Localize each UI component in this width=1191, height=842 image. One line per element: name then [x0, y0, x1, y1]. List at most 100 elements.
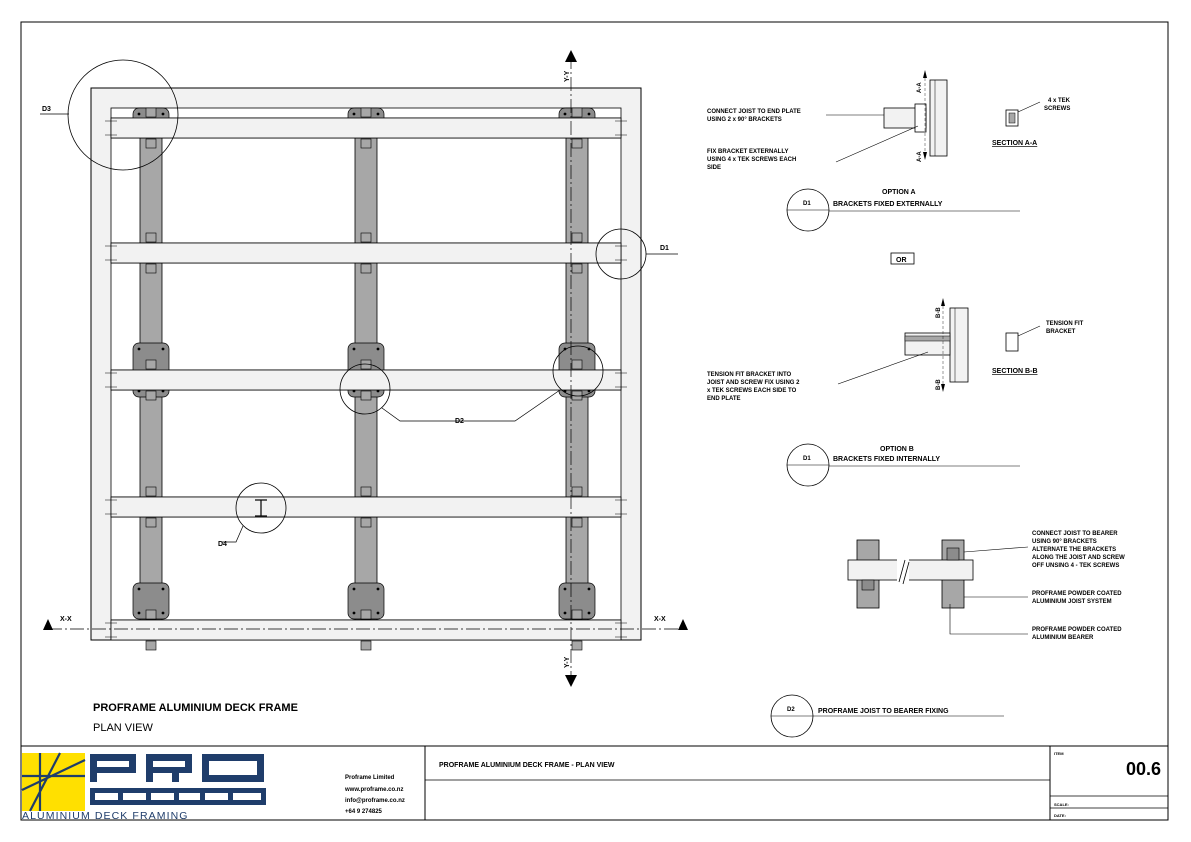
field-item-label: ITEM — [1054, 751, 1064, 756]
joist-overlay — [110, 496, 622, 518]
logo-frame-lines — [21, 752, 86, 812]
callout-d2-circle-b — [552, 345, 604, 397]
bolt — [352, 587, 356, 591]
note-fix-a: FIX BRACKET EXTERNALLY USING 4 x TEK SCR… — [707, 149, 798, 171]
section-mark-a-top: A-A — [917, 82, 923, 93]
joist-bracket — [360, 390, 372, 401]
axis-y-top-arrow — [565, 50, 577, 62]
joist-bracket — [571, 359, 583, 370]
brackets — [145, 107, 583, 651]
joist-bracket — [571, 517, 583, 528]
option-b-title: OPTION B — [880, 446, 914, 453]
axis-y-bottom-arrow — [565, 675, 577, 687]
detail-d1-option-b: B-B B-B TENSION FIT BRACKET INTO JOIST A… — [707, 298, 1085, 487]
section-mark-a-bottom: A-A — [917, 151, 923, 162]
or-box — [890, 252, 915, 265]
proframe-logo: ALUMINIUM DECK FRAMING — [21, 752, 266, 822]
section-mark-b-top: B-B — [936, 307, 942, 318]
bolt — [376, 112, 380, 116]
bolt — [352, 611, 356, 615]
joist-overlay — [110, 619, 622, 641]
field-date-label: DATE: — [1054, 813, 1066, 818]
bolt — [587, 611, 591, 615]
axis-y-bottom-label: Y-Y — [564, 656, 571, 668]
bolt — [352, 112, 356, 116]
d2-joist — [847, 559, 974, 581]
company-name: Proframe Limited — [345, 775, 395, 781]
axis-x-left-label: X-X — [60, 616, 72, 623]
d2-ref: D2 — [787, 707, 795, 713]
logo-tagline: ALUMINIUM DECK FRAMING — [22, 810, 189, 822]
axis-x-right-label: X-X — [654, 616, 666, 623]
field-scale-label: SCALE: — [1054, 802, 1069, 807]
joist-bracket — [571, 232, 583, 243]
joist-bracket — [571, 107, 583, 118]
joist-bracket — [145, 138, 157, 149]
callout-d2-label: D2 — [455, 418, 464, 425]
callout-d3-circle — [67, 59, 179, 171]
logo-yellow-block — [22, 753, 85, 811]
callout-d2-circle-a — [339, 363, 391, 415]
end-plate-a — [929, 79, 948, 157]
bolt — [352, 347, 356, 351]
joist-bracket — [145, 107, 157, 118]
joist-bracket — [145, 640, 157, 651]
bolt — [563, 112, 567, 116]
joist-bracket — [145, 359, 157, 370]
section-mark-b-bottom: B-B — [936, 379, 942, 390]
joist-overlay — [110, 117, 622, 139]
joist-bracket — [145, 517, 157, 528]
joist-bracket — [360, 107, 372, 118]
joist-bracket — [360, 517, 372, 528]
option-a-title: OPTION A — [882, 189, 916, 196]
joist-bracket — [571, 609, 583, 620]
d2-desc: PROFRAME JOIST TO BEARER FIXING — [818, 708, 949, 715]
bracket-a — [914, 103, 927, 133]
bolt — [376, 587, 380, 591]
bolt — [137, 112, 141, 116]
bolt — [161, 611, 165, 615]
bolt — [161, 347, 165, 351]
bolt — [587, 112, 591, 116]
logo-pro-mark — [90, 754, 264, 782]
axis-x-left-arrow — [43, 619, 53, 630]
company-website: www.proframe.co.nz — [344, 787, 403, 793]
joist-bracket — [145, 232, 157, 243]
joist-bracket — [360, 138, 372, 149]
callout-d3-label: D3 — [42, 106, 51, 113]
axis-y-top-label: Y-Y — [564, 70, 571, 82]
company-email: info@proframe.co.nz — [345, 798, 405, 804]
joist-bracket — [145, 390, 157, 401]
bolt — [137, 587, 141, 591]
callout-d4-leader — [222, 525, 244, 543]
note-connect-a: CONNECT JOIST TO END PLATE USING 2 x 90°… — [707, 109, 802, 123]
section-b-note: TENSION FIT BRACKET — [1046, 321, 1085, 335]
joist-overlay — [110, 369, 622, 391]
bolt — [376, 347, 380, 351]
option-b-desc: BRACKETS FIXED INTERNALLY — [833, 456, 940, 463]
option-b-ref: D1 — [803, 456, 811, 462]
or-label: OR — [896, 257, 907, 264]
section-b-profile — [1005, 332, 1019, 352]
end-fix-ticks — [105, 120, 627, 638]
plan-subtitle: PLAN VIEW — [93, 722, 154, 734]
item-number: 00.6 — [1126, 759, 1161, 779]
base-plates — [110, 107, 622, 641]
joist-overlay — [110, 242, 622, 264]
joist-bracket — [145, 486, 157, 497]
option-a-ref: D1 — [803, 201, 811, 207]
bolt — [563, 611, 567, 615]
detail-d1-option-a: A-A A-A CONNECT JOIST TO END PLATE USING… — [707, 70, 1071, 232]
joist-bracket — [571, 640, 583, 651]
callout-d4-label: D4 — [218, 541, 227, 548]
joist-bracket — [145, 263, 157, 274]
section-a-label: SECTION A-A — [992, 140, 1037, 147]
bolt — [161, 112, 165, 116]
d2-note-connect: CONNECT JOIST TO BEARER USING 90° BRACKE… — [1032, 531, 1126, 569]
joist-bracket — [360, 609, 372, 620]
bracket-b — [904, 335, 951, 342]
note-tension-b: TENSION FIT BRACKET INTO JOIST AND SCREW… — [707, 372, 801, 402]
joist-bracket — [360, 486, 372, 497]
joist-bracket — [360, 640, 372, 651]
logo-frame-mark — [90, 788, 266, 805]
